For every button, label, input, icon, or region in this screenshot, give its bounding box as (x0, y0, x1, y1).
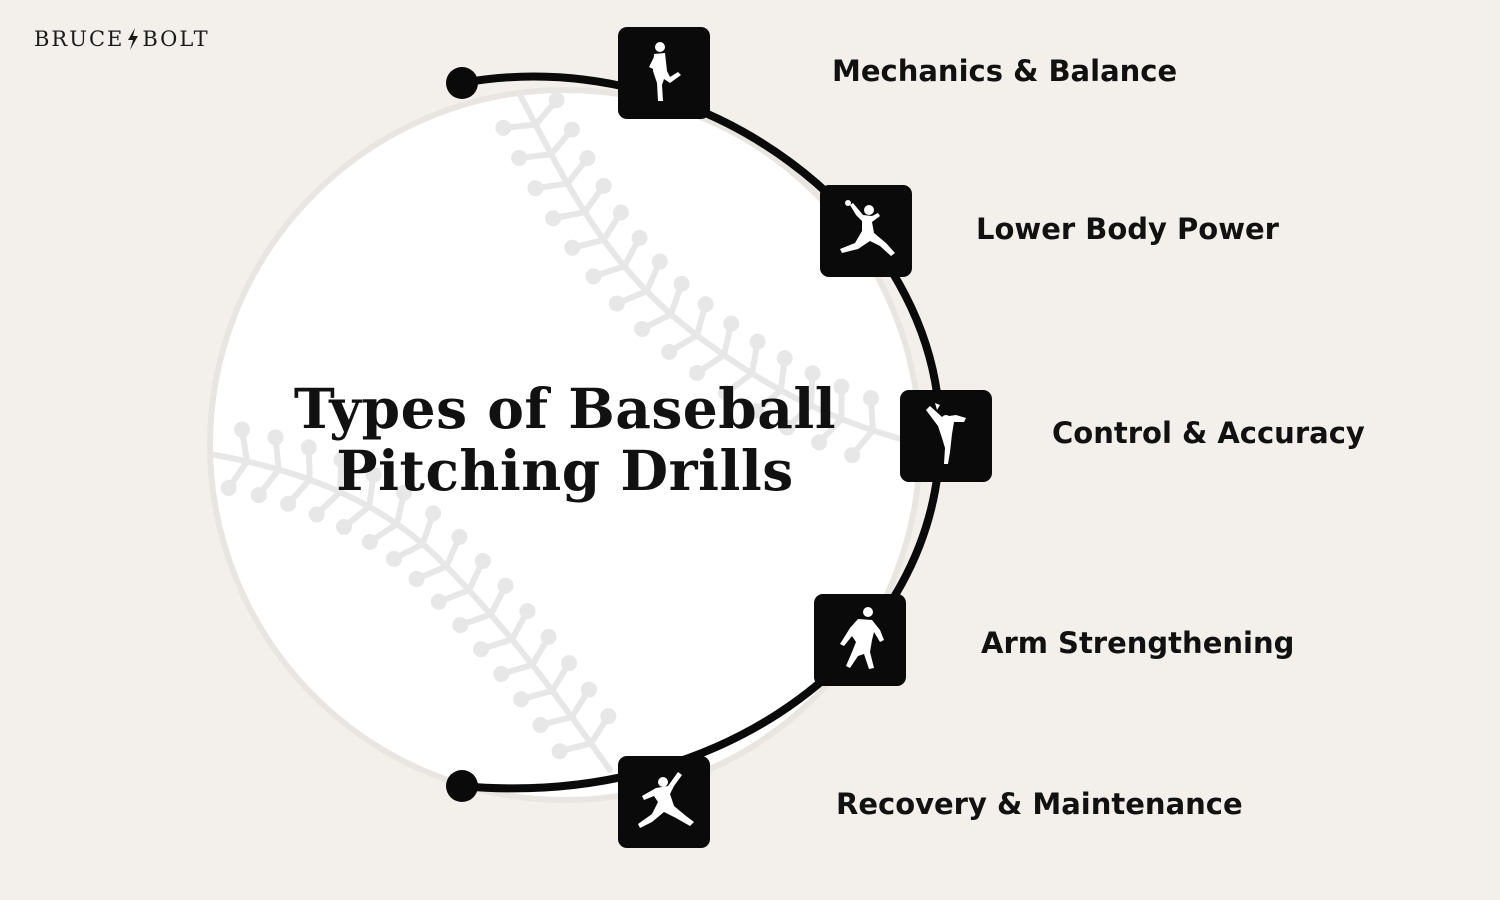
pitcher-follow-through-icon (618, 756, 710, 848)
drill-node-recovery (618, 756, 710, 848)
title-line-1: Types of Baseball (230, 378, 900, 440)
drill-label-recovery: Recovery & Maintenance (836, 786, 1243, 822)
arc-start-dot (446, 67, 478, 99)
arc-end-dot (446, 770, 478, 802)
lightning-bolt-icon (126, 28, 140, 50)
title-line-2: Pitching Drills (230, 440, 900, 502)
brand-name-right: BOLT (142, 27, 209, 51)
drill-node-control (900, 390, 992, 482)
drill-label-mechanics: Mechanics & Balance (832, 53, 1177, 89)
brand-name-left: BRUCE (34, 27, 124, 51)
pitcher-stride-icon (820, 185, 912, 277)
pitcher-leg-lift-icon (618, 27, 710, 119)
drill-node-lower-body (820, 185, 912, 277)
drill-label-lower-body: Lower Body Power (976, 211, 1279, 247)
page-title: Types of Baseball Pitching Drills (230, 378, 900, 502)
drill-node-mechanics (618, 27, 710, 119)
brand-logo: BRUCE BOLT (34, 26, 210, 52)
drill-label-arm: Arm Strengthening (981, 625, 1294, 661)
pitcher-throw-icon (814, 594, 906, 686)
drill-label-control: Control & Accuracy (1052, 415, 1365, 451)
pitcher-release-icon (900, 390, 992, 482)
drill-node-arm (814, 594, 906, 686)
